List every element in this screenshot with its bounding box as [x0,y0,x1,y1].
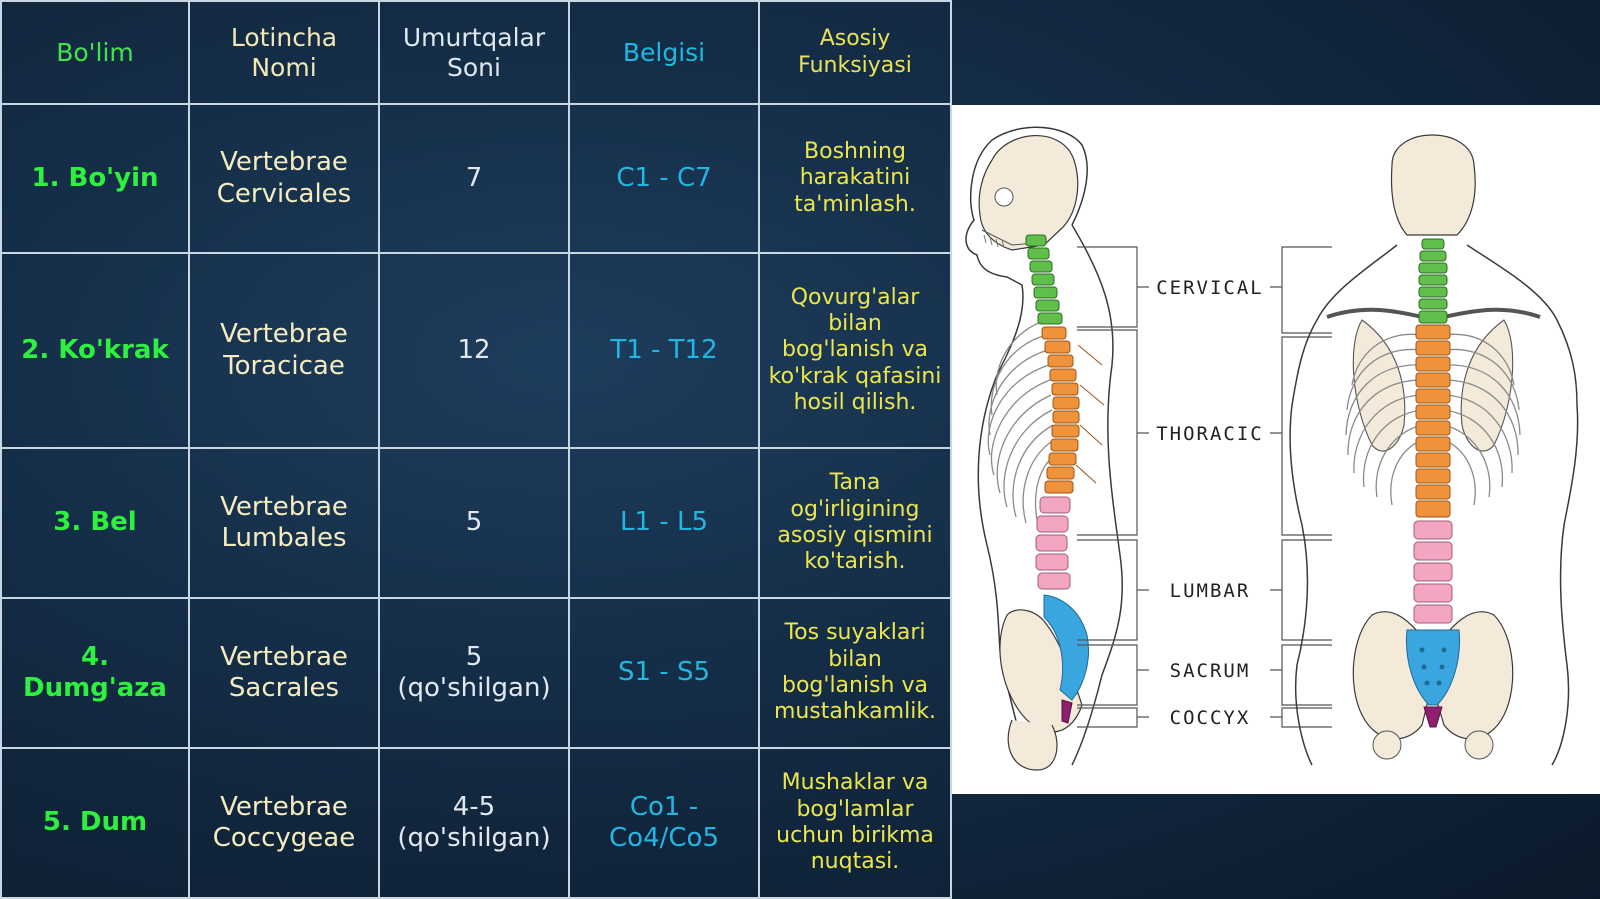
row-2-code: T1 - T12 [570,254,760,449]
side-view-figure [965,126,1123,771]
cervical-bracket-right [1281,246,1332,334]
row-1-code: C1 - C7 [570,105,760,254]
cervical-bracket-left [1077,246,1138,328]
row-2-function: Qovurg'alar bilan bog'lanish va ko'krak … [760,254,952,449]
row-3-latin: Vertebrae Lumbales [190,449,380,599]
header-vertebra-count: Umurtqalar Soni [380,0,570,105]
thoracic-bracket-left [1077,329,1138,536]
row-3-section: 3. Bel [0,449,190,599]
row-5-count: 4-5 (qo'shilgan) [380,749,570,899]
back-view-figure [1289,134,1579,766]
coccyx-bracket-left [1077,707,1138,728]
row-1-section: 1. Bo'yin [0,105,190,254]
sacrum-bracket-right [1281,644,1332,706]
row-5-code: Co1 - Co4/Co5 [570,749,760,899]
row-1-count: 7 [380,105,570,254]
lumbar-bracket-left [1077,539,1138,641]
spine-table: Bo'lim Lotincha Nomi Umurtqalar Soni Bel… [0,0,952,899]
spine-illustration: CERVICAL THORACIC LUMBAR SACRUM COCCYX [965,126,1579,771]
label-cervical: CERVICAL [1156,277,1264,299]
row-1-function: Boshning harakatini ta'minlash. [760,105,952,254]
row-3-code: L1 - L5 [570,449,760,599]
row-5-latin: Vertebrae Coccygeae [190,749,380,899]
row-4-count: 5 (qo'shilgan) [380,599,570,749]
row-5-function: Mushaklar va bog'lamlar uchun birikma nu… [760,749,952,899]
row-4-code: S1 - S5 [570,599,760,749]
row-3-count: 5 [380,449,570,599]
header-code: Belgisi [570,0,760,105]
spine-illustration-panel: CERVICAL THORACIC LUMBAR SACRUM COCCYX [952,105,1600,794]
coccyx-bracket-right [1281,707,1332,728]
label-sacrum: SACRUM [1170,660,1251,682]
row-4-section: 4. Dumg'aza [0,599,190,749]
row-4-latin: Vertebrae Sacrales [190,599,380,749]
header-function: Asosiy Funksiyasi [760,0,952,105]
label-thoracic: THORACIC [1156,423,1264,445]
header-section: Bo'lim [0,0,190,105]
label-coccyx: COCCYX [1170,707,1251,729]
thoracic-bracket-right [1281,336,1332,536]
row-2-count: 12 [380,254,570,449]
row-4-function: Tos suyaklari bilan bog'lanish va mustah… [760,599,952,749]
label-lumbar: LUMBAR [1170,580,1251,602]
region-legend [1077,246,1332,728]
row-2-section: 2. Ko'krak [0,254,190,449]
row-3-function: Tana og'irligining asosiy qismini ko'tar… [760,449,952,599]
row-1-latin: Vertebrae Cervicales [190,105,380,254]
header-latin-name: Lotincha Nomi [190,0,380,105]
row-5-section: 5. Dum [0,749,190,899]
row-2-latin: Vertebrae Toracicae [190,254,380,449]
sacrum-bracket-left [1077,644,1138,706]
